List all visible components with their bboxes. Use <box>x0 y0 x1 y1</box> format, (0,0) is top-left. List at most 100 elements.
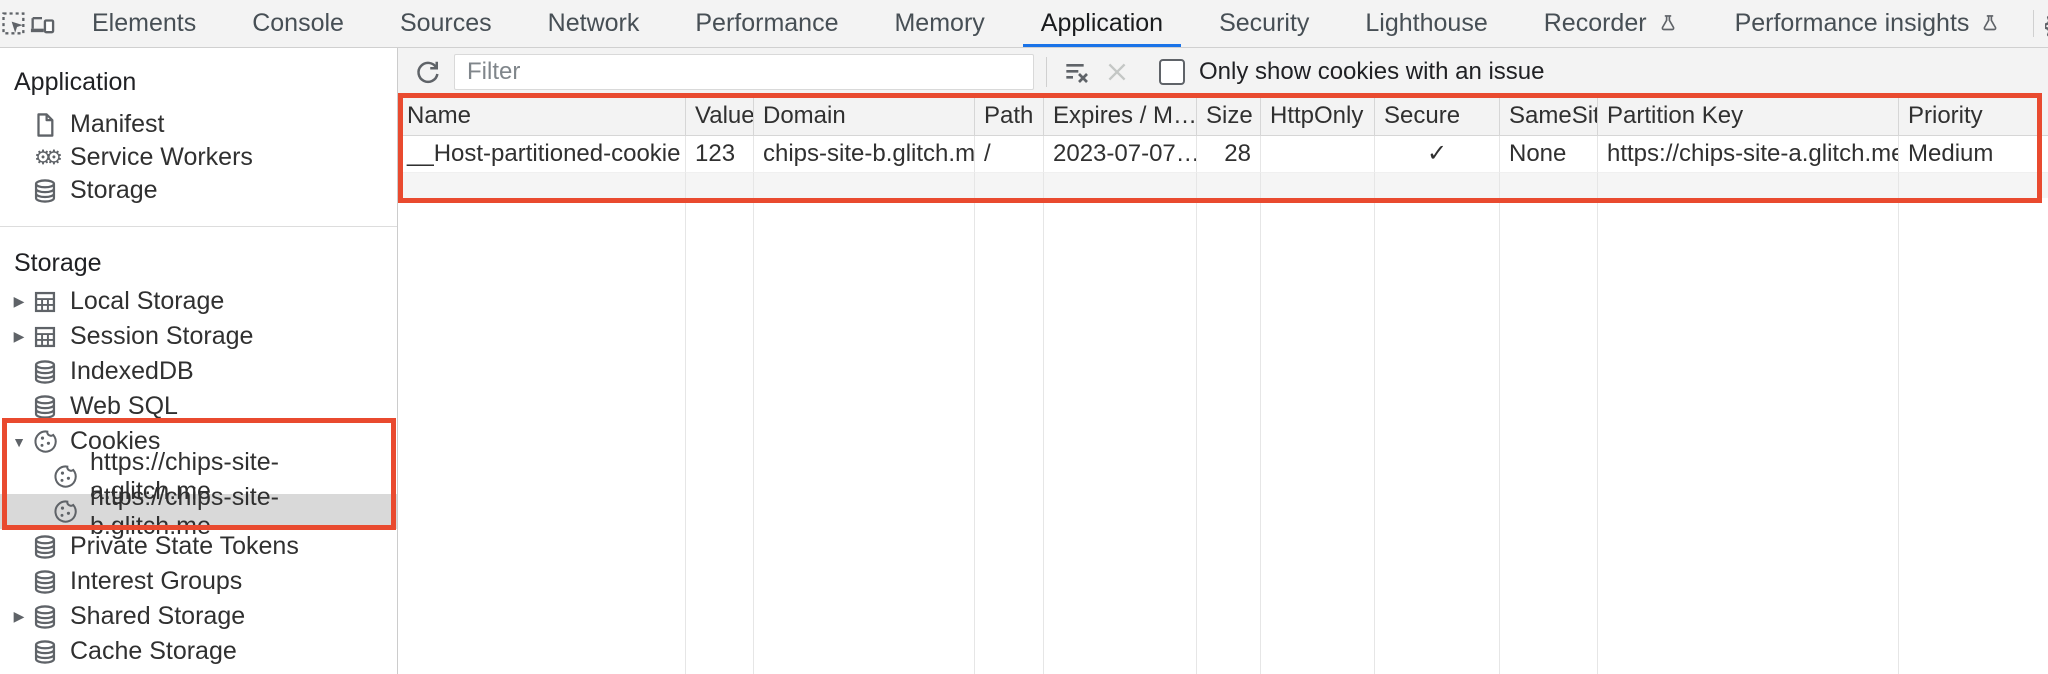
storage-section-title: Storage <box>14 249 102 277</box>
inspect-element-button[interactable] <box>0 0 28 47</box>
tab-console[interactable]: Console <box>224 0 372 47</box>
sidebar-item-label: Cookies <box>70 427 161 455</box>
sidebar-item-label: Local Storage <box>70 287 225 315</box>
sidebar-item-private-state-tokens[interactable]: Private State Tokens <box>0 529 397 564</box>
chevron-right-icon[interactable]: ▶ <box>13 328 25 344</box>
sidebar-item-label: Service Workers <box>70 143 253 171</box>
tab-recorder[interactable]: Recorder <box>1516 0 1707 47</box>
sidebar-item-cache-storage[interactable]: Cache Storage <box>0 634 397 669</box>
sidebar-item-label: https://chips-site-a.glitch.me <box>90 447 279 505</box>
cookie-icon <box>50 463 80 490</box>
file-icon <box>30 112 60 138</box>
tab-application[interactable]: Application <box>1013 0 1191 47</box>
sidebar-item-cookies[interactable]: ▼ Cookies <box>0 424 397 459</box>
tab-network[interactable]: Network <box>520 0 668 47</box>
tab-label: Sources <box>399 9 492 37</box>
gears-icon: ⚙⚙ <box>34 147 63 169</box>
cookies-toolbar: Only show cookies with an issue <box>398 48 2048 96</box>
cell-partition-key[interactable]: https://chips-site-a.glitch.me <box>1598 136 1899 173</box>
column-header-path[interactable]: Path <box>975 96 1044 136</box>
chevron-right-icon[interactable]: ▶ <box>13 293 25 309</box>
tab-label: Application <box>1040 9 1164 37</box>
table-empty-area <box>398 198 2048 674</box>
sidebar-item-web-sql[interactable]: Web SQL <box>0 389 397 424</box>
device-toolbar-icon <box>30 16 55 33</box>
sidebar-item-cookies-chips-site-b[interactable]: https://chips-site-b.glitch.me <box>0 483 397 540</box>
cookie-icon <box>50 498 80 525</box>
tab-sources[interactable]: Sources <box>372 0 520 47</box>
sidebar-item-indexeddb[interactable]: IndexedDB <box>0 354 397 389</box>
panel-tabs: Elements Console Sources Network Perform… <box>64 0 2029 47</box>
chevron-right-icon[interactable]: ▶ <box>13 608 25 624</box>
sidebar-item-manifest[interactable]: Manifest <box>0 108 397 141</box>
column-header-expires[interactable]: Expires / M… <box>1044 96 1197 136</box>
tab-label: Lighthouse <box>1365 9 1488 37</box>
sidebar-item-label: Private State Tokens <box>70 532 299 560</box>
refresh-button[interactable] <box>408 52 448 92</box>
sidebar-item-interest-groups[interactable]: Interest Groups <box>0 564 397 599</box>
cell-size[interactable]: 28 <box>1197 136 1261 173</box>
tab-performance[interactable]: Performance <box>667 0 866 47</box>
cell-domain[interactable]: chips-site-b.glitch.me <box>754 136 975 173</box>
cell-priority[interactable]: Medium <box>1899 136 2048 173</box>
toggle-device-toolbar-button[interactable] <box>28 0 56 47</box>
chevron-down-icon[interactable]: ▼ <box>12 433 26 450</box>
toolbar-separator <box>1046 57 1047 87</box>
tabbar-right-controls <box>2029 0 2048 47</box>
column-header-secure[interactable]: Secure <box>1375 96 1500 136</box>
refresh-icon <box>417 61 439 84</box>
tab-security[interactable]: Security <box>1191 0 1337 47</box>
experiment-flask-icon <box>1983 14 1997 30</box>
cell-samesite[interactable]: None <box>1500 136 1598 173</box>
cell-secure[interactable]: ✓ <box>1375 136 1500 173</box>
cell-httponly[interactable] <box>1261 136 1375 173</box>
clear-filter-button[interactable] <box>1057 52 1097 92</box>
cookie-icon <box>30 428 60 455</box>
tab-elements[interactable]: Elements <box>64 0 224 47</box>
only-issue-cookies-label: Only show cookies with an issue <box>1199 58 1545 85</box>
sidebar-item-label: Shared Storage <box>70 602 246 630</box>
column-header-httponly[interactable]: HttpOnly <box>1261 96 1375 136</box>
tab-lighthouse[interactable]: Lighthouse <box>1337 0 1515 47</box>
sidebar-divider <box>0 226 397 227</box>
sidebar-item-session-storage[interactable]: ▶ Session Storage <box>0 319 397 354</box>
cell-value[interactable]: 123 <box>686 136 754 173</box>
tab-memory[interactable]: Memory <box>866 0 1012 47</box>
sidebar-item-service-workers[interactable]: ⚙⚙ Service Workers <box>0 141 397 174</box>
clear-filter-icon <box>1066 64 1088 83</box>
cell-path[interactable]: / <box>975 136 1044 173</box>
database-icon <box>30 178 60 204</box>
column-header-domain[interactable]: Domain <box>754 96 975 136</box>
cookies-table-header: Name Value Domain Path Expires / M… Size… <box>398 96 2048 136</box>
inspect-icon <box>2 11 25 34</box>
column-header-priority[interactable]: Priority <box>1899 96 2048 136</box>
sidebar-item-shared-storage[interactable]: ▶ Shared Storage <box>0 599 397 634</box>
column-header-size[interactable]: Size <box>1197 96 1261 136</box>
cell-expires[interactable]: 2023-07-07… <box>1044 136 1197 173</box>
tab-label: Console <box>252 9 344 37</box>
cookies-pane: Only show cookies with an issue Name Val… <box>398 48 2048 674</box>
tab-label: Security <box>1219 9 1310 37</box>
sidebar-item-local-storage[interactable]: ▶ Local Storage <box>0 284 397 319</box>
cookie-row[interactable]: __Host-partitioned-cookie 123 chips-site… <box>398 136 2048 173</box>
cross-icon <box>1108 63 1126 81</box>
filter-input[interactable] <box>454 54 1034 90</box>
cell-name[interactable]: __Host-partitioned-cookie <box>398 136 686 173</box>
settings-button[interactable] <box>2038 0 2048 47</box>
sidebar-item-cookies-chips-site-a[interactable]: https://chips-site-a.glitch.me <box>0 448 397 505</box>
sidebar-item-label: Web SQL <box>70 392 178 420</box>
column-header-name[interactable]: Name <box>398 96 686 136</box>
tab-performance-insights[interactable]: Performance insights <box>1707 0 2030 47</box>
column-header-samesite[interactable]: SameSite <box>1500 96 1598 136</box>
column-header-value[interactable]: Value <box>686 96 754 136</box>
delete-cookie-button[interactable] <box>1097 52 1137 92</box>
tab-label: Elements <box>92 9 197 37</box>
column-header-partition-key[interactable]: Partition Key <box>1598 96 1899 136</box>
experiment-flask-icon <box>1661 14 1675 30</box>
tab-label: Network <box>547 9 640 37</box>
only-issue-cookies-checkbox[interactable] <box>1159 59 1185 85</box>
sidebar-item-storage[interactable]: Storage <box>0 174 397 207</box>
sidebar-item-label: Interest Groups <box>70 567 243 595</box>
database-icon <box>30 359 60 385</box>
